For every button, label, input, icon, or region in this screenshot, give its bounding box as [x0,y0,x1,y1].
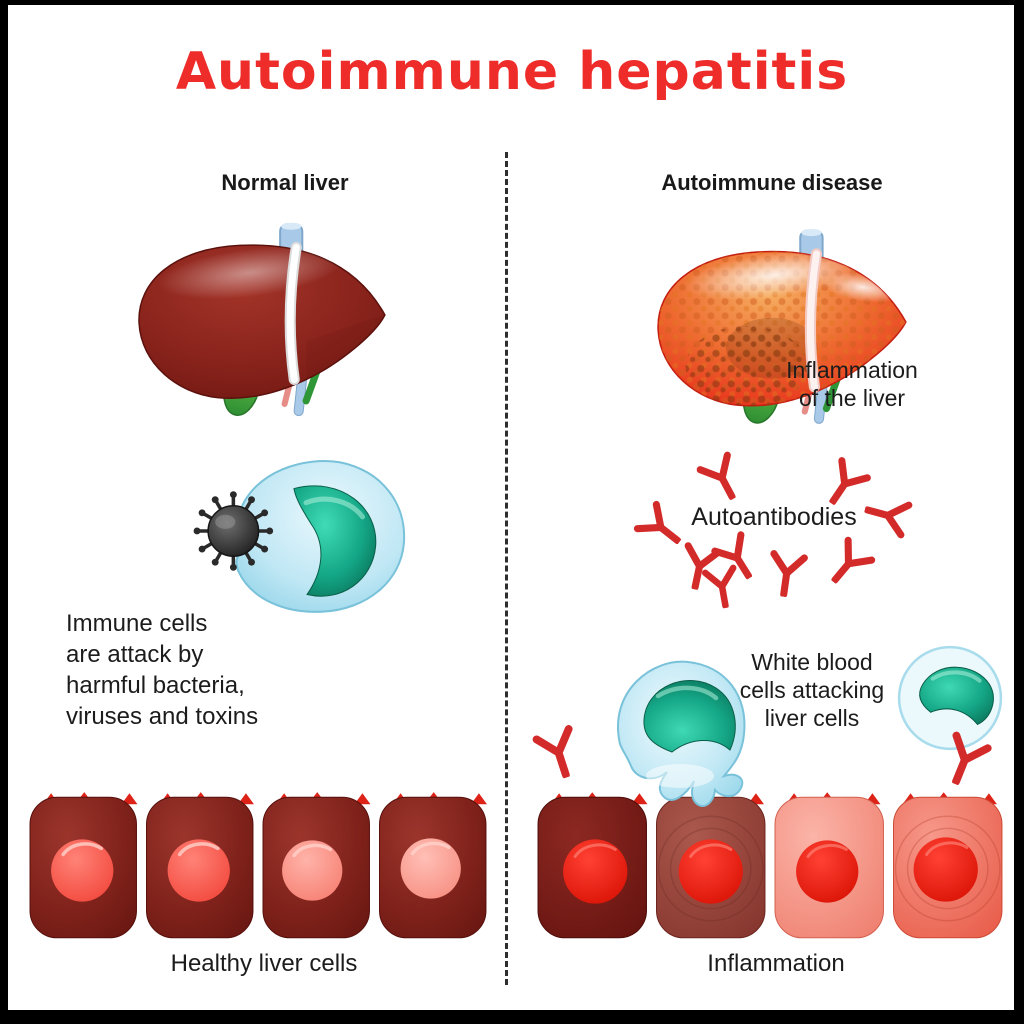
panel-divider [505,152,508,985]
antibody-icon [815,527,885,598]
white-blood-cell-icon [894,642,1006,754]
white-blood-cell-attacking-icon [594,648,762,826]
healthy-liver-cells [25,784,497,948]
right-panel-header: Autoimmune disease [661,170,883,195]
antibody-icon [696,556,752,616]
antibody-icon [760,542,815,600]
left-panel-header: Normal liver [221,170,349,195]
inflamed-liver-icon [650,226,916,430]
left-panel-caption: Healthy liver cells [170,950,358,977]
virus-icon [193,491,274,571]
antibody-icon [524,716,586,780]
autoantibodies-label: Autoantibodies [691,503,857,531]
wbc-attacking-label: White blood cells attacking liver cells [739,649,885,731]
liver-cell-icon [29,792,487,939]
inflamed-liver-cells [533,784,1013,948]
antibody-icon [688,442,755,510]
page-title: Autoimmune hepatitis [175,42,849,102]
antibody-icon [859,486,922,546]
left-panel-description: Immune cells are attack by harmful bacte… [66,610,259,730]
white-blood-cell-icon [193,450,415,622]
right-panel-caption: Inflammation [707,950,845,977]
healthy-liver-icon [131,220,395,422]
inflamed-liver-label: Inflammation of the liver [786,357,918,411]
liver-cell-icon [537,792,1003,939]
